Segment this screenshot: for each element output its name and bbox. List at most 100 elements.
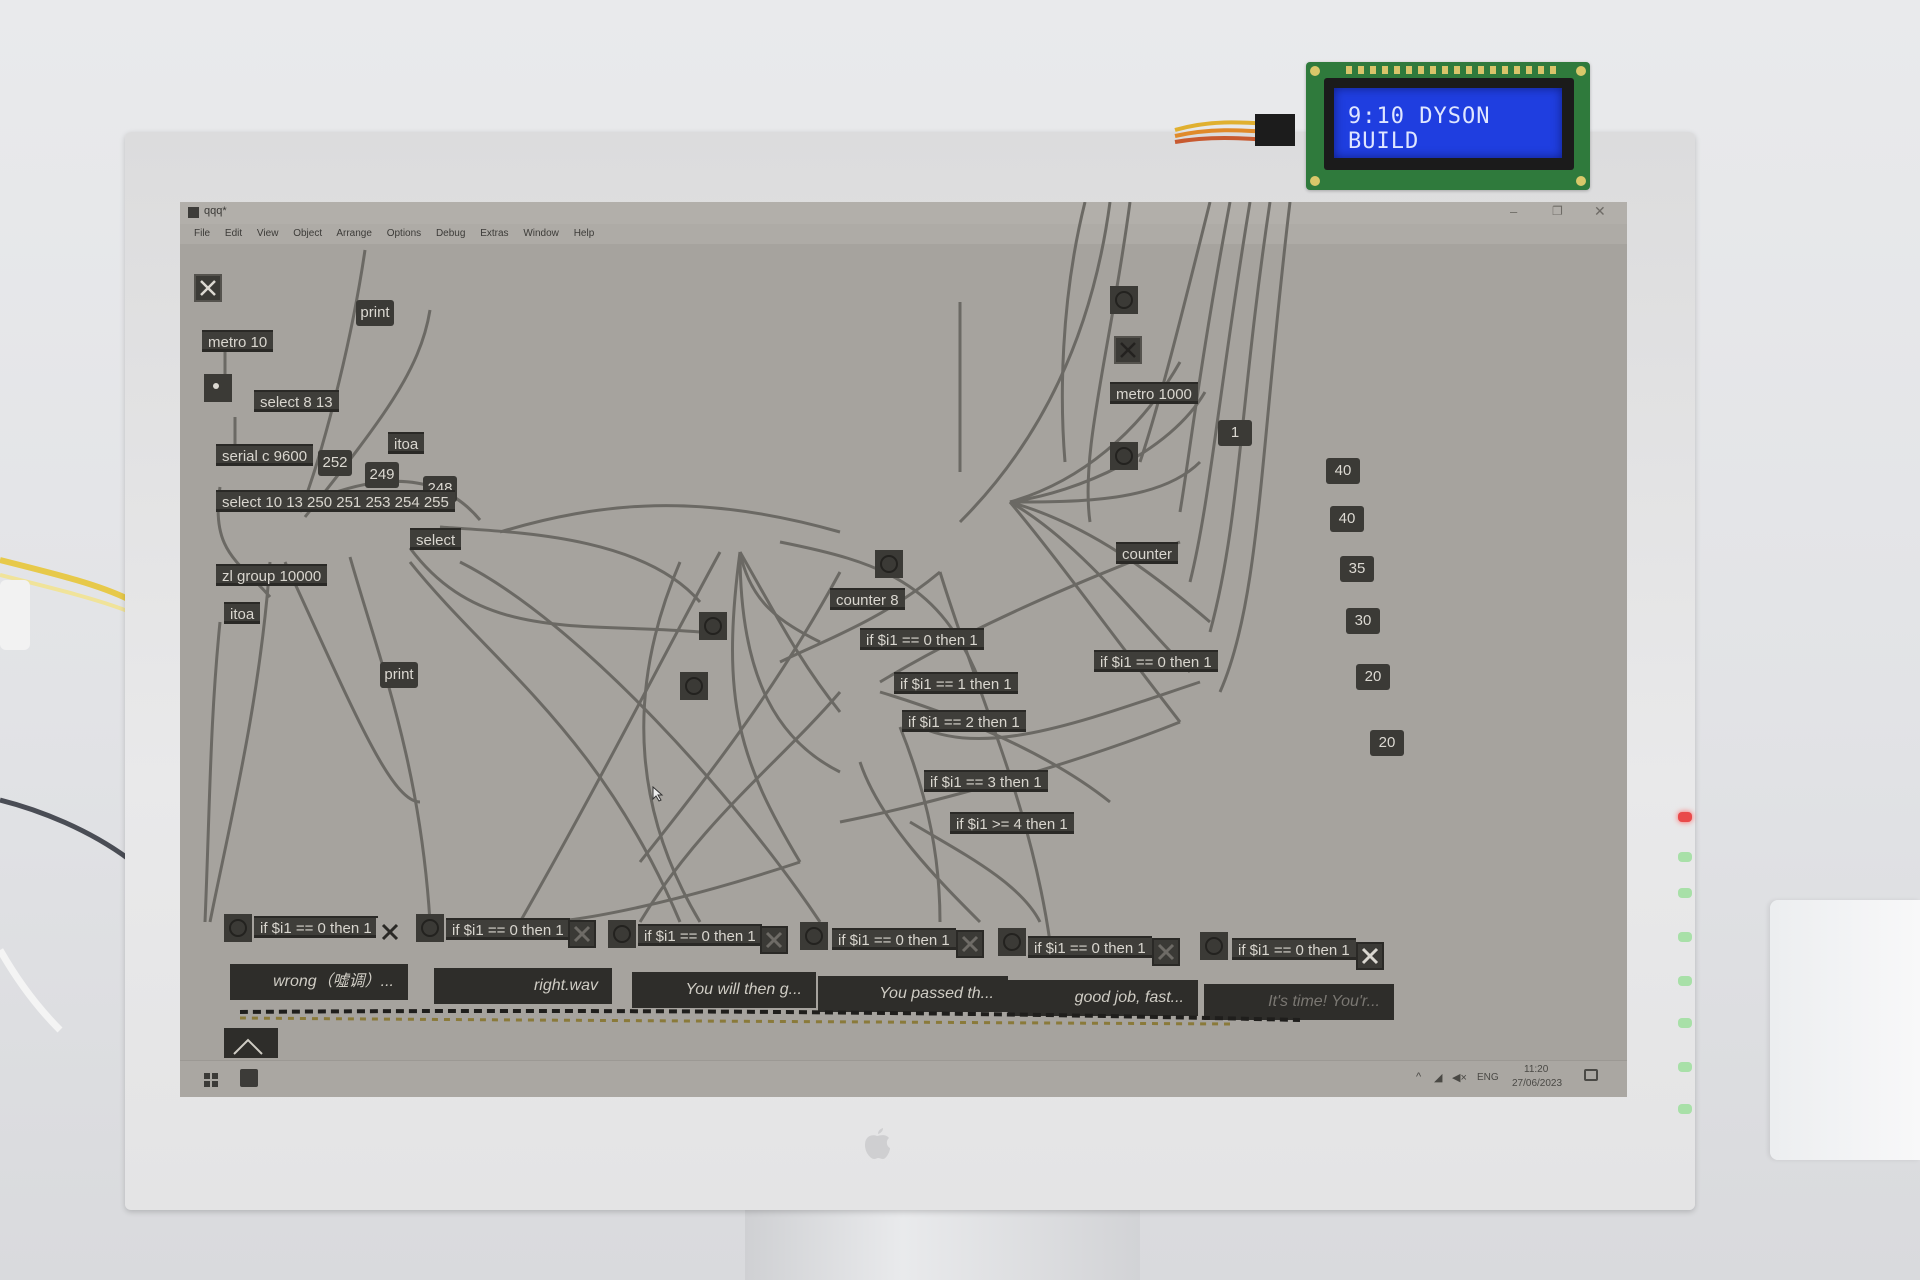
language-indicator[interactable]: ENG: [1477, 1072, 1499, 1083]
select-8-13-object[interactable]: select 8 13: [254, 390, 339, 412]
volume-muted-icon[interactable]: ◀×: [1452, 1072, 1467, 1084]
sound-player-3[interactable]: You will then g...: [632, 972, 816, 1008]
toggle-left[interactable]: [194, 274, 222, 302]
metro-10-object[interactable]: metro 10: [202, 330, 274, 352]
sound-player-2[interactable]: right.wav: [434, 968, 612, 1004]
condition-bottom-6[interactable]: if $i1 == 0 then 1: [1232, 938, 1356, 960]
menu-extras[interactable]: Extras: [480, 228, 509, 239]
bang-bottom-2[interactable]: [416, 914, 444, 942]
condition-bottom-4[interactable]: if $i1 == 0 then 1: [832, 928, 956, 950]
toggle-bottom-1[interactable]: [376, 918, 404, 946]
bang-right-top[interactable]: [1110, 286, 1138, 314]
menu-help[interactable]: Help: [573, 228, 595, 239]
led-green-6: [1678, 1062, 1692, 1072]
toggle-bottom-2[interactable]: [568, 920, 596, 948]
select-object[interactable]: select: [410, 528, 462, 550]
number-right-3[interactable]: 35: [1340, 556, 1374, 582]
notifications-icon[interactable]: [1584, 1069, 1598, 1081]
lcd-frame: 9:10 DYSON BUILD: [1324, 78, 1574, 170]
condition-bottom-2[interactable]: if $i1 == 0 then 1: [446, 918, 570, 940]
bang-bottom-5[interactable]: [998, 928, 1026, 956]
white-device: [1770, 900, 1920, 1160]
led-green-1: [1678, 852, 1692, 862]
condition-bottom-3[interactable]: if $i1 == 0 then 1: [638, 924, 762, 946]
patch-cords: [203, 202, 1292, 943]
windows-start-icon[interactable]: [204, 1073, 218, 1087]
counter-8-object[interactable]: counter 8: [830, 588, 905, 610]
minimize-button[interactable]: –: [1510, 204, 1518, 219]
number-252[interactable]: 252: [318, 450, 352, 476]
max-taskbar-icon[interactable]: [240, 1069, 258, 1087]
bang-bottom-4[interactable]: [800, 922, 828, 950]
toggle-bottom-6[interactable]: [1356, 942, 1384, 970]
number-right-1[interactable]: 40: [1326, 458, 1360, 484]
restore-button[interactable]: ❐: [1552, 204, 1563, 218]
lcd-module: 9:10 DYSON BUILD: [1306, 62, 1590, 190]
lcd-pin-header: [1346, 66, 1556, 74]
network-icon[interactable]: ◢: [1434, 1072, 1443, 1084]
window-title: qqq*: [204, 205, 227, 217]
print-bottom-object[interactable]: print: [380, 662, 418, 688]
number-right-5[interactable]: 20: [1356, 664, 1390, 690]
apple-logo-icon: [862, 1128, 892, 1160]
bang-right-mid[interactable]: [1110, 442, 1138, 470]
speaker-output-icon[interactable]: [224, 1028, 278, 1058]
bang-mid-2[interactable]: [680, 672, 708, 700]
serial-object[interactable]: serial c 9600: [216, 444, 314, 466]
led-green-4: [1678, 976, 1692, 986]
itoa-left-object[interactable]: itoa: [224, 602, 261, 624]
metro-1000-object[interactable]: metro 1000: [1110, 382, 1198, 404]
led-green-2: [1678, 888, 1692, 898]
menu-view[interactable]: View: [256, 228, 279, 239]
condition-middle-5[interactable]: if $i1 >= 4 then 1: [950, 812, 1074, 834]
toggle-bottom-5[interactable]: [1152, 938, 1180, 966]
number-249[interactable]: 249: [365, 462, 399, 488]
menu-options[interactable]: Options: [386, 228, 422, 239]
bang-mid-3[interactable]: [875, 550, 903, 578]
number-right-2[interactable]: 40: [1330, 506, 1364, 532]
menu-window[interactable]: Window: [523, 228, 559, 239]
bang-bottom-1[interactable]: [224, 914, 252, 942]
toggle-bottom-4[interactable]: [956, 930, 984, 958]
menu-object[interactable]: Object: [293, 228, 323, 239]
signal-cords: [239, 1008, 1301, 1026]
condition-bottom-5[interactable]: if $i1 == 0 then 1: [1028, 936, 1152, 958]
toggle-right[interactable]: [1114, 336, 1142, 364]
counter-object[interactable]: counter: [1116, 542, 1179, 564]
lcd-mount-hole-tl: [1310, 66, 1320, 76]
condition-middle-4[interactable]: if $i1 == 3 then 1: [924, 770, 1048, 792]
sound-player-6[interactable]: It's time! You'r...: [1204, 984, 1394, 1020]
condition-right[interactable]: if $i1 == 0 then 1: [1094, 650, 1218, 672]
menu-arrange[interactable]: Arrange: [336, 228, 372, 239]
led-green-7: [1678, 1104, 1692, 1114]
sound-player-1[interactable]: wrong（噓调）...: [230, 964, 408, 1000]
condition-middle-2[interactable]: if $i1 == 1 then 1: [894, 672, 1018, 694]
clock-date[interactable]: 27/06/2023: [1512, 1078, 1563, 1089]
print-top-object[interactable]: print: [356, 300, 394, 326]
bang-mid-1[interactable]: [699, 612, 727, 640]
bang-left[interactable]: [204, 374, 232, 402]
condition-middle-3[interactable]: if $i1 == 2 then 1: [902, 710, 1026, 732]
number-right-4[interactable]: 30: [1346, 608, 1380, 634]
select-main-object[interactable]: select 10 13 250 251 253 254 255: [216, 490, 455, 512]
condition-middle-1[interactable]: if $i1 == 0 then 1: [860, 628, 984, 650]
menu-edit[interactable]: Edit: [224, 228, 243, 239]
bang-bottom-3[interactable]: [608, 920, 636, 948]
number-1[interactable]: 1: [1218, 420, 1252, 446]
menu-debug[interactable]: Debug: [435, 228, 466, 239]
screen: qqq* – ❐ ✕ File Edit View Object Arrange…: [180, 202, 1627, 1097]
sound-player-5[interactable]: good job, fast...: [1008, 980, 1198, 1016]
bang-bottom-6[interactable]: [1200, 932, 1228, 960]
number-right-6[interactable]: 20: [1370, 730, 1404, 756]
condition-bottom-1[interactable]: if $i1 == 0 then 1: [254, 916, 378, 938]
menu-file[interactable]: File: [194, 228, 211, 239]
toggle-bottom-3[interactable]: [760, 926, 788, 954]
sound-player-4[interactable]: You passed th...: [818, 976, 1008, 1012]
clock-time[interactable]: 11:20: [1524, 1064, 1549, 1075]
tray-chevron-icon[interactable]: ^: [1416, 1071, 1422, 1083]
lcd-mount-hole-bl: [1310, 176, 1320, 186]
itoa-top-object[interactable]: itoa: [388, 432, 425, 454]
zl-group-object[interactable]: zl group 10000: [216, 564, 328, 586]
close-button[interactable]: ✕: [1594, 203, 1606, 219]
